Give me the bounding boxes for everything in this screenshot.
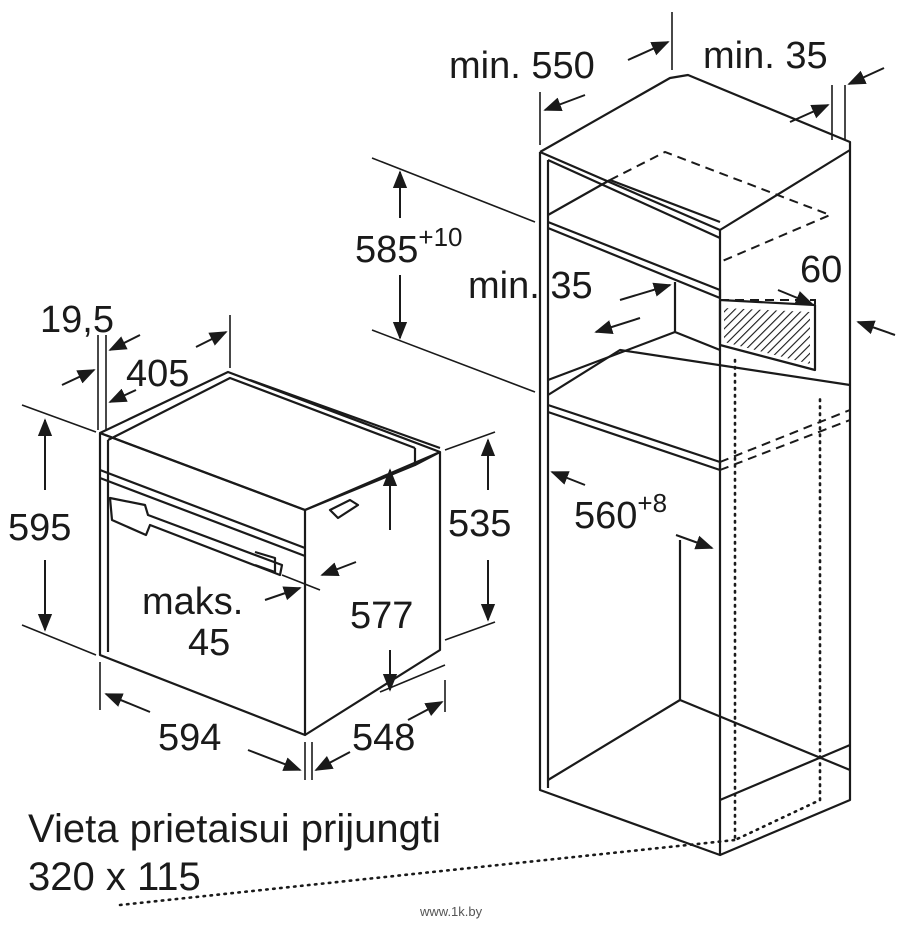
ext-line-595-bottom — [21, 624, 97, 656]
vent-block — [718, 298, 817, 372]
middle-shelf — [547, 348, 851, 472]
arrow-inner35-right — [619, 282, 672, 301]
label-handle-projection-value: 45 — [188, 622, 230, 664]
arrow-35-right — [847, 67, 885, 85]
label-niche-height: 585+10 — [355, 222, 463, 271]
arrow-35-left — [789, 104, 830, 123]
label-niche-width-tolerance: +8 — [637, 488, 667, 518]
oven — [98, 370, 442, 737]
ext-line-585-bottom — [371, 329, 536, 393]
label-niche-width-base: 560 — [574, 495, 637, 537]
arrow-550-left — [543, 94, 586, 112]
arrow-19-left — [61, 369, 96, 386]
upper-niche-back — [673, 282, 721, 352]
ext-line-max45 — [281, 574, 321, 591]
connection-area-dotted — [733, 358, 822, 843]
oven-side-step — [328, 451, 441, 520]
ext-line-577-bottom — [379, 664, 446, 693]
label-front-thickness: 19,5 — [40, 299, 114, 341]
arrow-548-right — [407, 701, 444, 721]
arrow-560-left — [550, 471, 586, 486]
note-line1: Vieta prietaisui prijungti — [28, 807, 441, 851]
ext-line-595-top — [21, 404, 97, 433]
top-shelf — [547, 179, 722, 300]
oven-top-rim — [107, 376, 441, 450]
note-line2: 320 x 115 — [28, 855, 201, 899]
label-gap-right: min. 35 — [703, 35, 828, 77]
arrow-594-left — [104, 693, 151, 713]
label-gap-inner: min. 35 — [468, 265, 593, 307]
oven-side — [304, 448, 442, 736]
connection-note: Vieta prietaisui prijungti 320 x 115 — [28, 807, 441, 899]
arrow-550-right — [627, 41, 670, 61]
label-oven-width: 594 — [158, 717, 221, 759]
cabinet-top — [539, 73, 852, 857]
top-shelf-dashed — [609, 150, 833, 263]
oven-handle-bracket-right — [254, 550, 277, 574]
cabinet-top-inner — [547, 158, 721, 240]
ext-line-585-top — [371, 157, 536, 223]
label-niche-height-tolerance: +10 — [418, 222, 462, 252]
label-oven-body-height: 535 — [448, 503, 511, 545]
label-oven-height: 595 — [8, 507, 71, 549]
arrow-max45-right — [320, 561, 357, 576]
arrow-max45-left — [264, 586, 302, 601]
oven-top — [99, 370, 442, 512]
note-leader-dotted — [118, 838, 737, 907]
oven-handle — [108, 496, 284, 577]
arrow-594-right — [247, 749, 302, 771]
arrow-405-left — [108, 388, 137, 403]
label-vent-height: 60 — [800, 249, 842, 291]
arrow-19-right — [108, 334, 141, 351]
arrow-60-up — [856, 320, 896, 336]
arrow-60-down — [777, 289, 814, 305]
vent-dashed — [720, 299, 816, 345]
label-handle-depth: 405 — [126, 353, 189, 395]
plinth-line — [719, 743, 851, 802]
lower-compartment — [547, 698, 851, 781]
label-handle-projection-text: maks. — [142, 581, 243, 623]
label-oven-depth: 548 — [352, 717, 415, 759]
top-shelf-back — [609, 178, 721, 224]
dimension-labels: min. 550 min. 35 585+10 min. 35 60 560+8… — [8, 35, 842, 759]
dimension-lines — [21, 12, 896, 907]
oven-control-panel — [99, 431, 306, 558]
arrow-405-right — [195, 331, 228, 348]
vent-hatch — [724, 308, 810, 364]
label-niche-width: 560+8 — [574, 488, 667, 537]
ext-line-535-bottom — [444, 621, 496, 641]
label-niche-height-base: 585 — [355, 229, 418, 271]
arrow-548-left — [314, 751, 351, 771]
label-oven-inner-height: 577 — [350, 595, 413, 637]
cabinet — [538, 73, 852, 857]
middle-shelf-dashed — [719, 409, 851, 471]
arrow-560-right — [675, 534, 714, 550]
watermark: www.1k.by — [419, 904, 483, 919]
cabinet-top-front-edge — [719, 149, 851, 231]
label-cabinet-depth: min. 550 — [449, 45, 595, 87]
ext-line-535-top — [444, 431, 496, 451]
arrow-inner35-left — [594, 317, 641, 334]
